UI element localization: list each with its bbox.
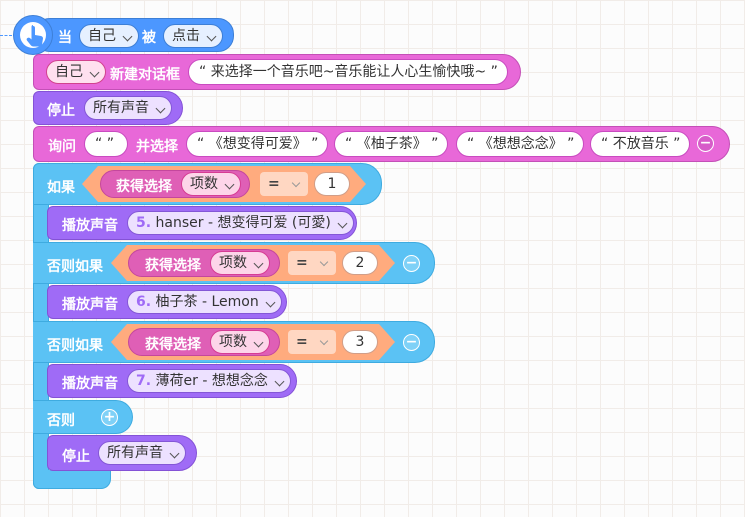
ask-option-4[interactable]: “ 不放音乐 ” (590, 131, 690, 157)
stop-label: 停止 (47, 103, 75, 119)
minus-circle-icon[interactable]: − (403, 334, 420, 351)
ask-question-input[interactable]: “ ” (84, 131, 128, 157)
value-input-1[interactable]: 1 (314, 172, 350, 196)
plus-circle-icon[interactable]: + (101, 409, 118, 426)
get-selection-label-1: 获得选择 (116, 179, 172, 195)
get-selection-label-3: 获得选择 (145, 337, 201, 353)
connector-dash (0, 35, 12, 36)
sound-dropdown-1[interactable]: 5. hanser - 想变得可爱 (可愛) (127, 211, 354, 235)
ask-label: 询问 (48, 139, 76, 155)
pointer-hand-icon (26, 25, 43, 47)
minus-circle-icon[interactable]: − (697, 135, 714, 152)
ask-option-2[interactable]: “ 《柚子茶》 ” (334, 131, 448, 157)
item-dropdown-3[interactable]: 项数 (210, 330, 270, 354)
operator-dropdown-2[interactable]: = (288, 251, 336, 275)
item-dropdown-1[interactable]: 项数 (181, 172, 241, 196)
operator-dropdown-1[interactable]: = (260, 172, 308, 196)
value-input-2[interactable]: 2 (342, 251, 378, 275)
stop-sounds-dropdown-2[interactable]: 所有声音 (98, 441, 186, 465)
play-sound-label-1: 播放声音 (62, 218, 118, 234)
operator-dropdown-3[interactable]: = (288, 330, 336, 354)
if-else-bottom-cap (33, 470, 111, 489)
minus-circle-icon[interactable]: − (403, 255, 420, 272)
play-sound-label-2: 播放声音 (62, 297, 118, 313)
when-label: 当 (58, 30, 72, 46)
get-selection-label-2: 获得选择 (145, 258, 201, 274)
sprite-dropdown[interactable]: 自己 (79, 24, 139, 48)
item-dropdown-2[interactable]: 项数 (210, 251, 270, 275)
ask-option-3[interactable]: “ 《想想念念》 ” (456, 131, 584, 157)
value-input-3[interactable]: 3 (342, 330, 378, 354)
play-sound-label-3: 播放声音 (62, 376, 118, 392)
and-select-label: 并选择 (136, 139, 178, 155)
dialog-text-input[interactable]: “ 来选择一个音乐吧~音乐能让人心生愉快哦~ ” (188, 59, 508, 85)
else-label: 否则 (47, 413, 75, 429)
stop-sounds-dropdown[interactable]: 所有声音 (84, 96, 172, 120)
stop-label-2: 停止 (62, 449, 90, 465)
dialog-target-dropdown[interactable]: 自己 (46, 60, 106, 84)
hat-icon-badge (13, 15, 53, 55)
new-dialog-label: 新建对话框 (110, 67, 180, 83)
sound-dropdown-2[interactable]: 6. 柚子茶 - Lemon (127, 290, 282, 314)
if-label: 如果 (47, 180, 75, 196)
ask-option-1[interactable]: “ 《想变得可爱》 ” (186, 131, 328, 157)
sound-dropdown-3[interactable]: 7. 薄荷er - 想想念念 (127, 369, 291, 393)
event-dropdown[interactable]: 点击 (163, 24, 223, 48)
else-if-label-1: 否则如果 (47, 259, 103, 275)
else-if-label-2: 否则如果 (47, 338, 103, 354)
clicked-label: 被 (142, 30, 156, 46)
